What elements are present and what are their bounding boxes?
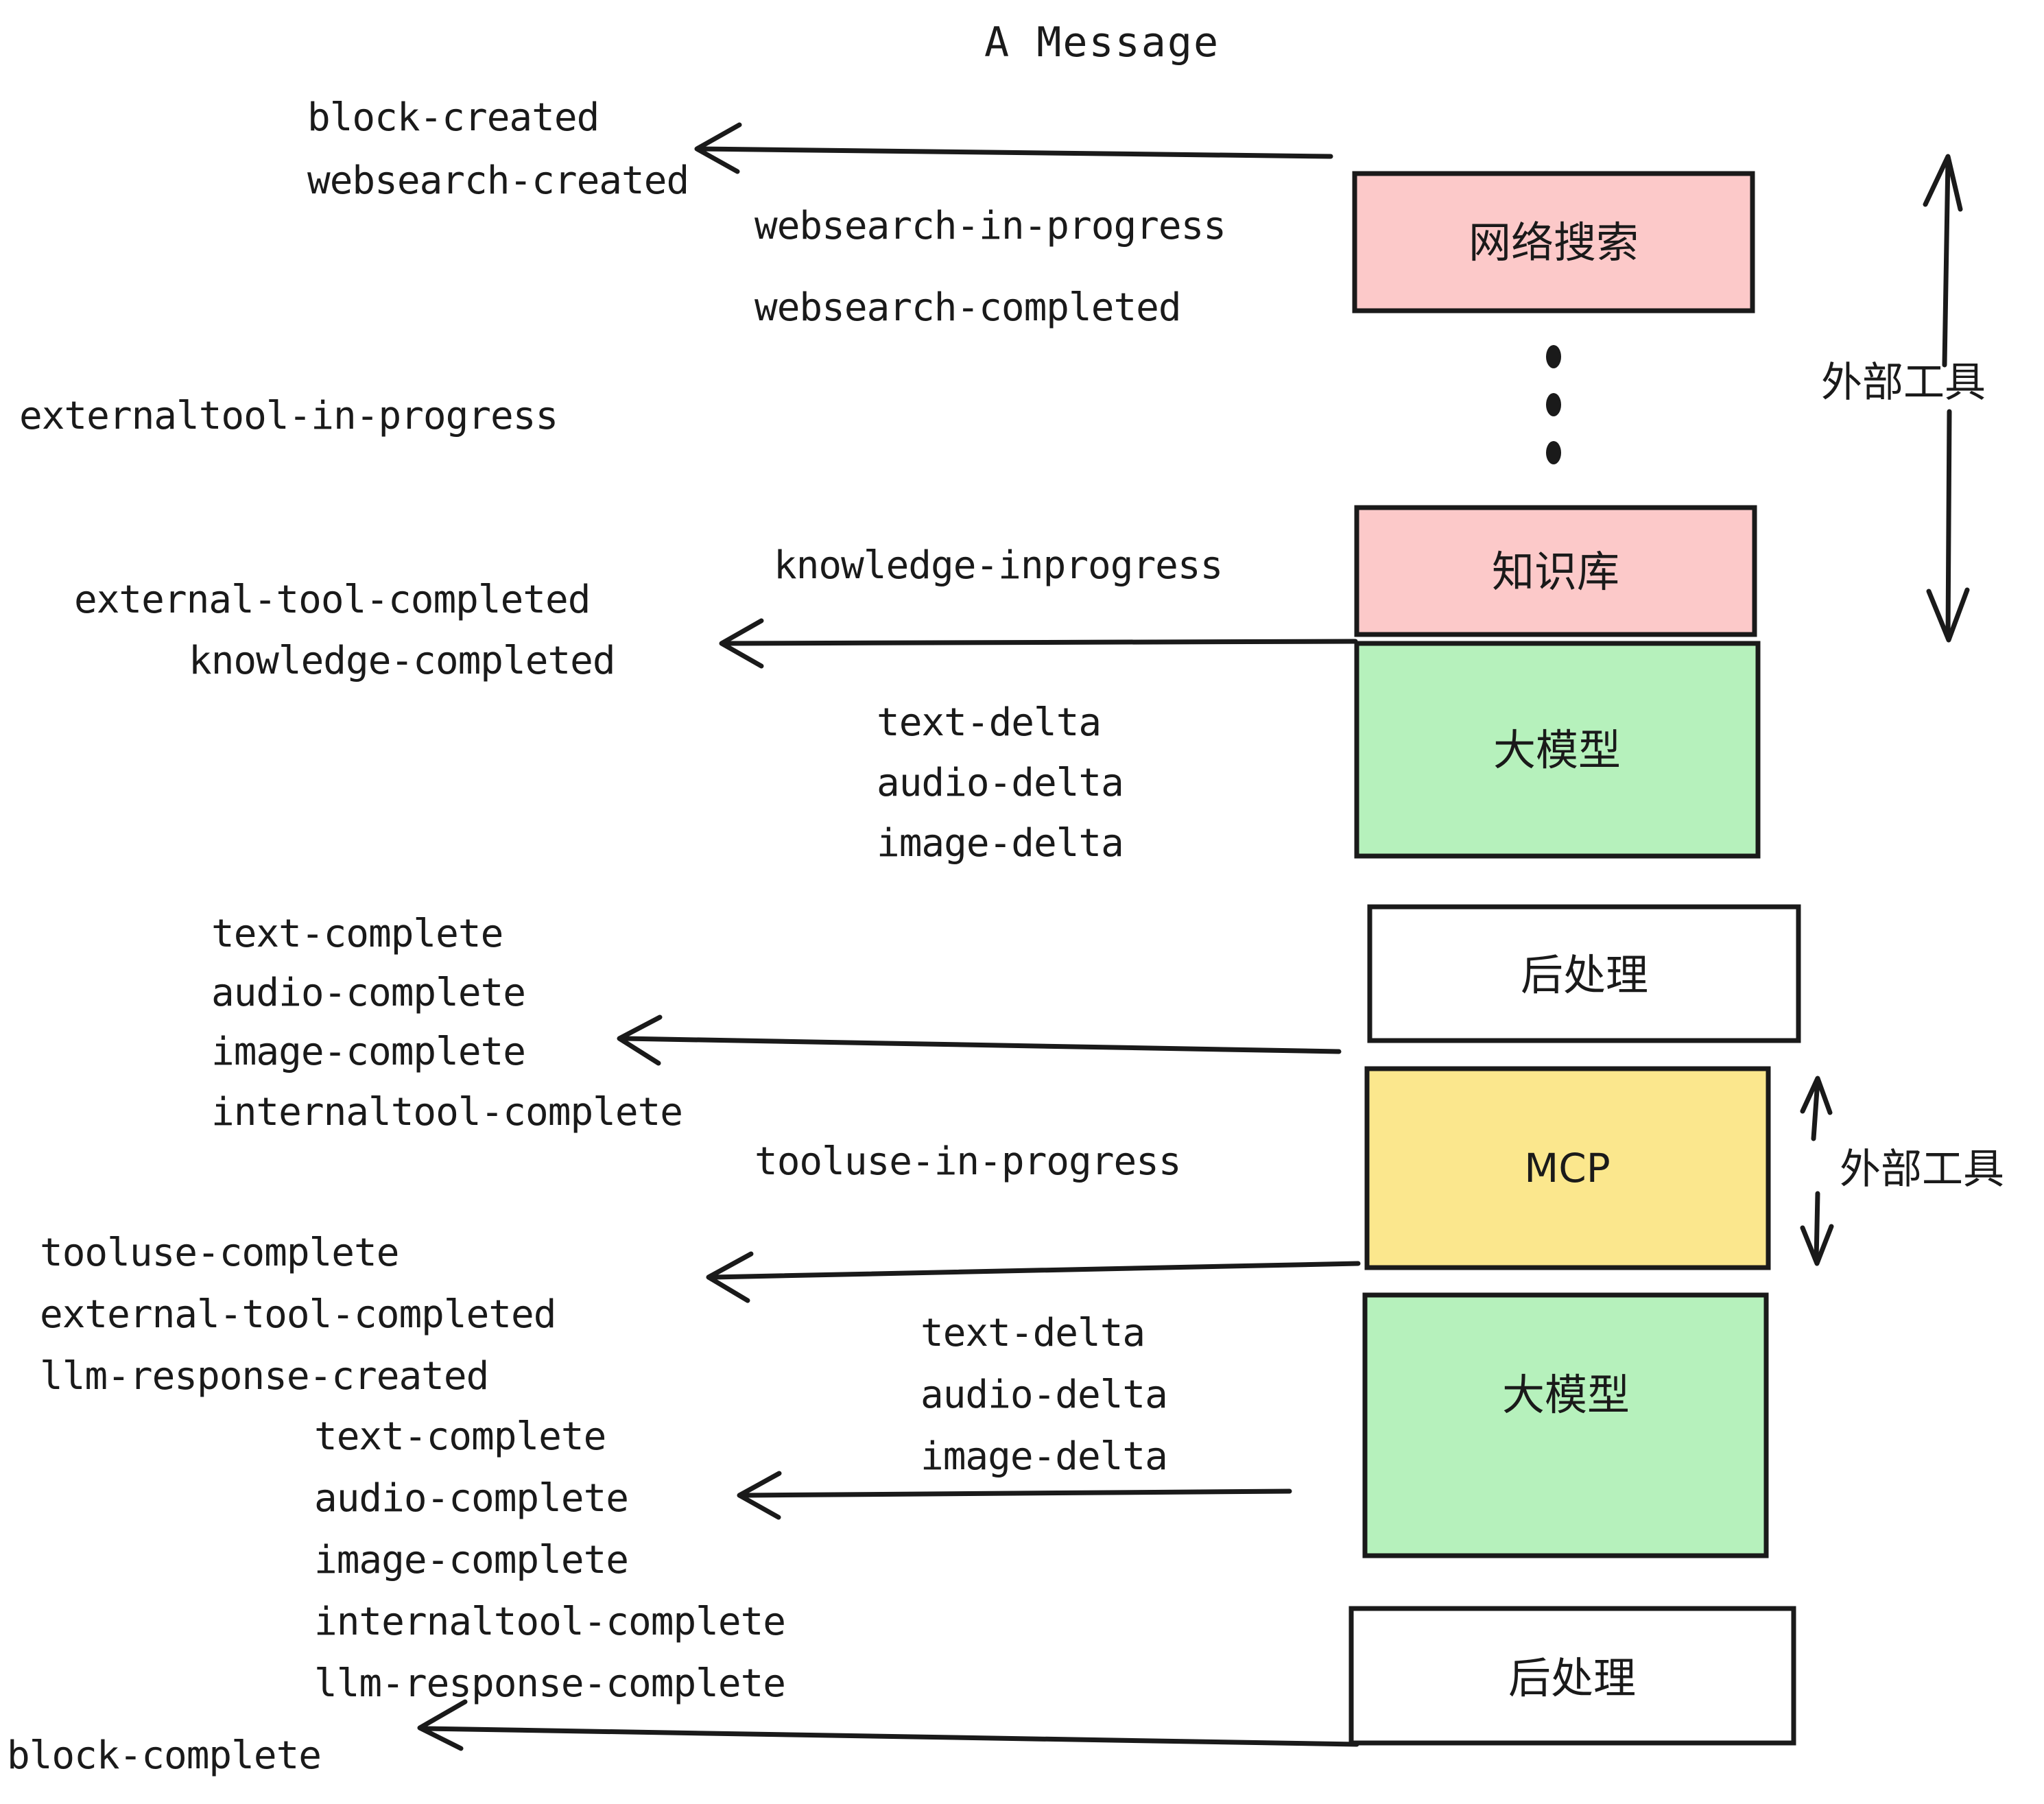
event-label-websearch-in-progress: websearch-in-progress [754,204,1226,248]
event-label-audio-delta-1: audio-delta [877,761,1124,805]
event-label-tooluse-complete: tooluse-complete [40,1231,399,1275]
event-label-image-complete-2: image-complete [314,1538,628,1582]
node-llm-2-label: 大模型 [1502,1370,1630,1420]
event-label-block-complete: block-complete [7,1733,321,1778]
node-postprocess-2[interactable]: 后处理 [1348,1606,1796,1746]
event-label-external-tool-completed-2: external-tool-completed [40,1292,556,1337]
node-postprocess-1-rect [1367,904,1801,1043]
node-knowledgebase-label: 知识库 [1492,547,1619,597]
event-label-audio-complete-1: audio-complete [211,971,525,1015]
node-postprocess-1-label: 后处理 [1521,950,1648,1000]
node-postprocess-2-label: 后处理 [1508,1653,1636,1703]
event-label-internaltool-complete-1: internaltool-complete [211,1090,682,1135]
connector-arrow-websearch-created [694,122,1333,174]
external-tool-arrow-down-1 [1926,409,1970,643]
node-llm-1-rect [1354,641,1761,859]
event-label-llm-response-complete: llm-response-complete [314,1661,785,1706]
event-label-image-delta-1: image-delta [877,821,1124,866]
event-label-image-delta-2: image-delta [920,1434,1167,1479]
external-tool-arrow-down-2 [1800,1191,1834,1266]
connector-arrow-knowledge-completed [719,618,1358,669]
node-knowledgebase-rect [1354,505,1757,637]
event-label-knowledge-inprogress: knowledge-inprogress [774,543,1222,588]
external-tool-arrow-up-1 [1923,154,1963,368]
event-label-text-complete-1: text-complete [211,912,503,956]
event-label-knowledge-completed: knowledge-completed [189,639,615,683]
external-tool-arrow-up-2 [1800,1076,1833,1141]
external-tool-label-2: 外部工具 [1840,1146,2004,1194]
connector-arrow-tooluse-complete [706,1251,1361,1303]
node-llm-1[interactable]: 大模型 [1354,641,1761,859]
node-websearch[interactable]: 网络搜索 [1352,171,1755,313]
event-label-image-complete-1: image-complete [211,1030,525,1074]
connector-arrow-audio-complete [737,1471,1292,1520]
node-mcp-label: MCP [1524,1145,1611,1191]
event-label-external-tool-completed-1: external-tool-completed [74,578,590,622]
event-label-tooluse-in-progress: tooluse-in-progress [754,1139,1181,1184]
event-label-audio-delta-2: audio-delta [920,1373,1167,1417]
event-label-block-created: block-created [307,95,599,140]
event-label-text-delta-1: text-delta [877,700,1101,745]
event-label-websearch-created: websearch-created [307,158,689,203]
node-websearch-rect [1352,171,1755,313]
diagram-title: A Message [984,19,1220,67]
event-label-text-complete-2: text-complete [314,1414,606,1459]
external-tool-label-1: 外部工具 [1821,359,1986,407]
event-label-text-delta-2: text-delta [920,1311,1145,1355]
node-knowledgebase[interactable]: 知识库 [1354,505,1757,637]
node-mcp[interactable]: MCP [1364,1066,1771,1270]
node-postprocess-1[interactable]: 后处理 [1367,904,1801,1043]
connector-arrow-block-complete [417,1699,1359,1751]
node-llm-2[interactable]: 大模型 [1362,1292,1769,1558]
connector-arrow-image-complete [617,1014,1342,1066]
event-label-llm-response-created: llm-response-created [40,1354,488,1399]
node-llm-1-label: 大模型 [1493,725,1621,775]
event-label-websearch-completed: websearch-completed [754,285,1181,330]
node-llm-2-rect [1362,1292,1769,1558]
event-label-externaltool-in-progress: externaltool-in-progress [19,394,558,438]
vertical-ellipsis-icon [1546,345,1561,464]
event-label-internaltool-complete-2: internaltool-complete [314,1600,785,1644]
node-websearch-label: 网络搜索 [1469,217,1639,268]
node-mcp-rect [1364,1066,1771,1270]
node-postprocess-2-rect [1348,1606,1796,1746]
event-label-audio-complete-2: audio-complete [314,1476,628,1521]
